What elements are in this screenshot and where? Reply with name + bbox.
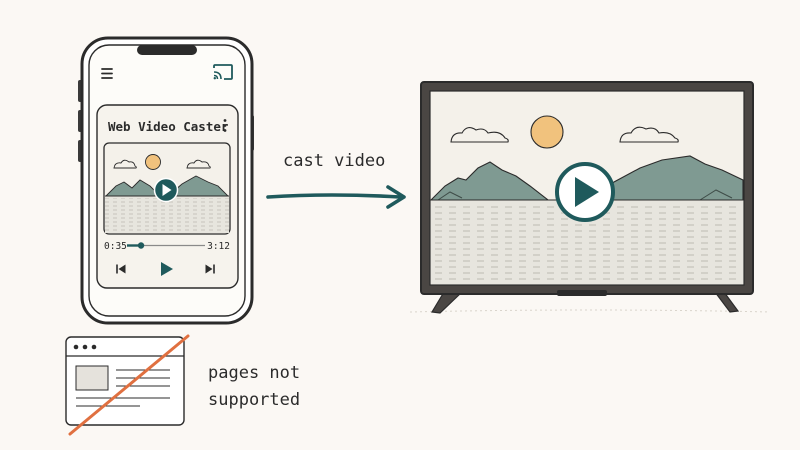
time-total: 3:12	[207, 241, 230, 252]
arrow-head	[386, 185, 406, 209]
television	[409, 81, 771, 314]
note-line-2: supported	[208, 390, 300, 410]
image-placeholder	[75, 365, 109, 391]
play-icon[interactable]	[158, 260, 176, 278]
phone-video-thumbnail[interactable]	[103, 142, 231, 235]
seek-handle[interactable]	[137, 242, 145, 249]
note-line-1: pages not	[208, 363, 300, 383]
tv-screen[interactable]	[429, 90, 745, 286]
arrow-label: cast video	[283, 151, 385, 171]
seek-slider[interactable]	[127, 242, 205, 249]
browser-window	[65, 336, 185, 426]
cloud-icon	[113, 159, 137, 169]
phone: Web Video Caster 0:35	[78, 36, 254, 325]
skip-previous-icon[interactable]	[114, 262, 128, 276]
tv-leg-left	[431, 291, 464, 314]
mountain-shape	[590, 155, 744, 201]
sun-icon	[145, 154, 161, 170]
strike-line	[68, 334, 190, 436]
skip-next-icon[interactable]	[203, 262, 217, 276]
mountain-shape	[429, 161, 550, 201]
phone-notch	[137, 45, 197, 55]
cast-icon[interactable]	[212, 62, 234, 82]
cast-arrow: cast video	[266, 151, 406, 209]
cloud-icon	[619, 126, 679, 143]
app-title: Web Video Caster	[108, 119, 229, 134]
hamburger-menu-icon[interactable]	[100, 66, 114, 82]
sun-icon	[530, 115, 564, 149]
time-elapsed: 0:35	[104, 241, 127, 252]
kebab-more-icon[interactable]	[220, 118, 230, 134]
arrow-line	[266, 193, 402, 199]
tv-sensor-bar	[557, 290, 607, 296]
browser-window-crossed-out-icon	[65, 334, 190, 436]
cloud-icon	[186, 159, 211, 169]
cloud-icon	[450, 127, 509, 143]
